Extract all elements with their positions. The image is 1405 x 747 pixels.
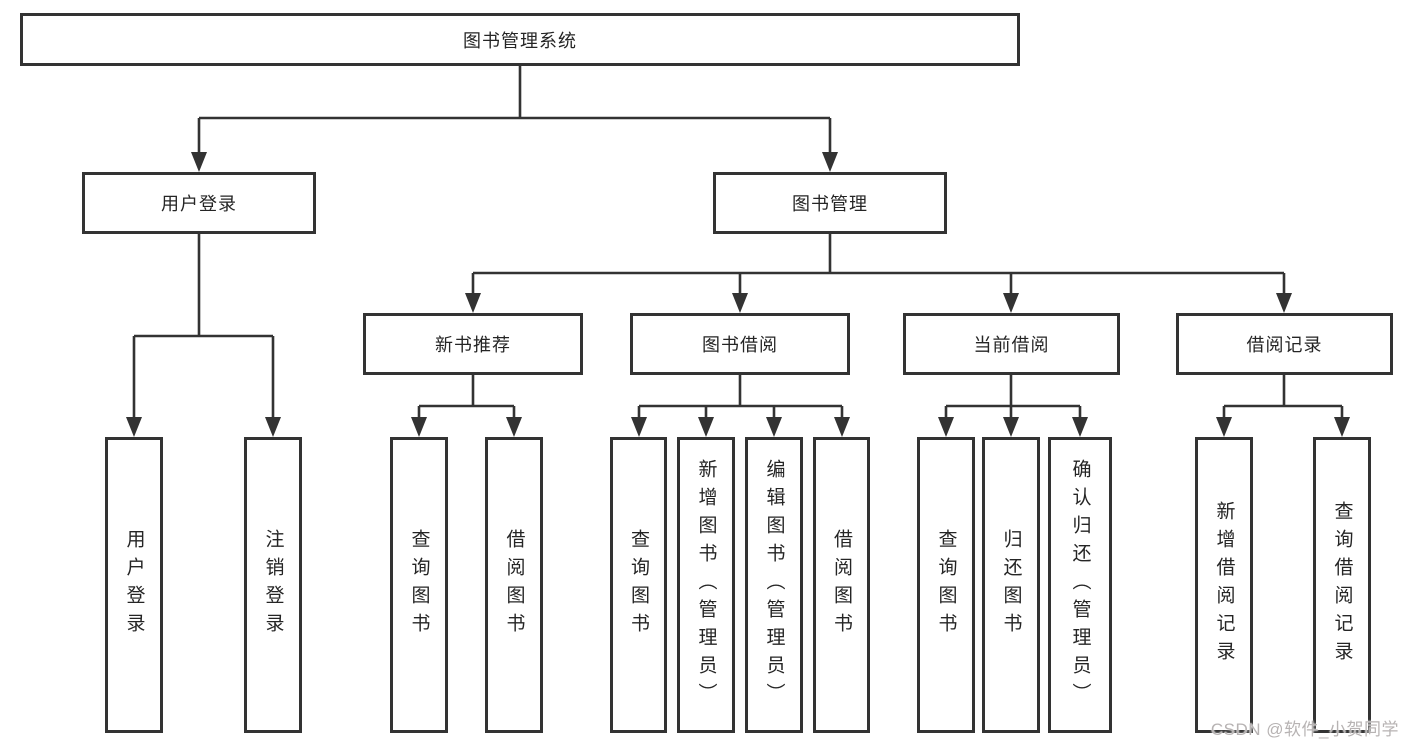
leaf-label: 编辑图书（管理员） bbox=[763, 459, 785, 711]
leaf-logout: 注销登录 bbox=[244, 437, 302, 733]
leaf-label: 借阅图书 bbox=[831, 529, 852, 641]
leaf-label: 用户登录 bbox=[123, 529, 145, 641]
node-new-book-recommendation: 新书推荐 bbox=[363, 313, 583, 375]
leaf-confirm-return-admin: 确认归还（管理员） bbox=[1048, 437, 1112, 733]
node-book-borrowing: 图书借阅 bbox=[630, 313, 850, 375]
node-label: 新书推荐 bbox=[435, 335, 511, 355]
leaf-borrow-books-recommend: 借阅图书 bbox=[485, 437, 543, 733]
node-user-login: 用户登录 bbox=[82, 172, 316, 234]
leaf-label: 查询图书 bbox=[628, 529, 649, 641]
leaf-label: 查询借阅记录 bbox=[1331, 501, 1353, 669]
arrowhead-icons bbox=[126, 152, 1350, 437]
leaf-user-login: 用户登录 bbox=[105, 437, 163, 733]
leaf-add-borrow-record: 新增借阅记录 bbox=[1195, 437, 1253, 733]
leaf-query-books-current: 查询图书 bbox=[917, 437, 975, 733]
node-label: 当前借阅 bbox=[973, 335, 1050, 355]
node-label: 图书管理 bbox=[792, 194, 868, 214]
leaf-label: 注销登录 bbox=[262, 529, 284, 641]
leaf-label: 新增图书（管理员） bbox=[695, 459, 717, 711]
leaf-add-books-admin: 新增图书（管理员） bbox=[677, 437, 735, 733]
leaf-label: 新增借阅记录 bbox=[1213, 501, 1235, 669]
leaf-label: 借阅图书 bbox=[503, 529, 525, 641]
leaf-query-books-recommend: 查询图书 bbox=[390, 437, 448, 733]
node-label: 用户登录 bbox=[161, 194, 237, 214]
node-current-borrowing: 当前借阅 bbox=[903, 313, 1120, 375]
csdn-watermark: CSDN @软件_小贺同学 bbox=[1210, 720, 1399, 739]
leaf-label: 归还图书 bbox=[1000, 529, 1022, 641]
node-borrowing-records: 借阅记录 bbox=[1176, 313, 1393, 375]
node-label: 借阅记录 bbox=[1246, 335, 1323, 355]
leaf-label: 查询图书 bbox=[935, 529, 957, 641]
leaf-query-books-borrow: 查询图书 bbox=[610, 437, 667, 733]
node-label: 图书借阅 bbox=[702, 335, 778, 355]
node-label: 图书管理系统 bbox=[463, 30, 577, 51]
leaf-label: 查询图书 bbox=[408, 529, 430, 641]
node-library-management-system: 图书管理系统 bbox=[20, 13, 1020, 66]
leaf-return-books: 归还图书 bbox=[982, 437, 1040, 733]
leaf-label: 确认归还（管理员） bbox=[1069, 459, 1091, 711]
leaf-query-borrow-record: 查询借阅记录 bbox=[1313, 437, 1371, 733]
leaf-edit-books-admin: 编辑图书（管理员） bbox=[745, 437, 803, 733]
leaf-borrow-books: 借阅图书 bbox=[813, 437, 870, 733]
node-book-management: 图书管理 bbox=[713, 172, 947, 234]
